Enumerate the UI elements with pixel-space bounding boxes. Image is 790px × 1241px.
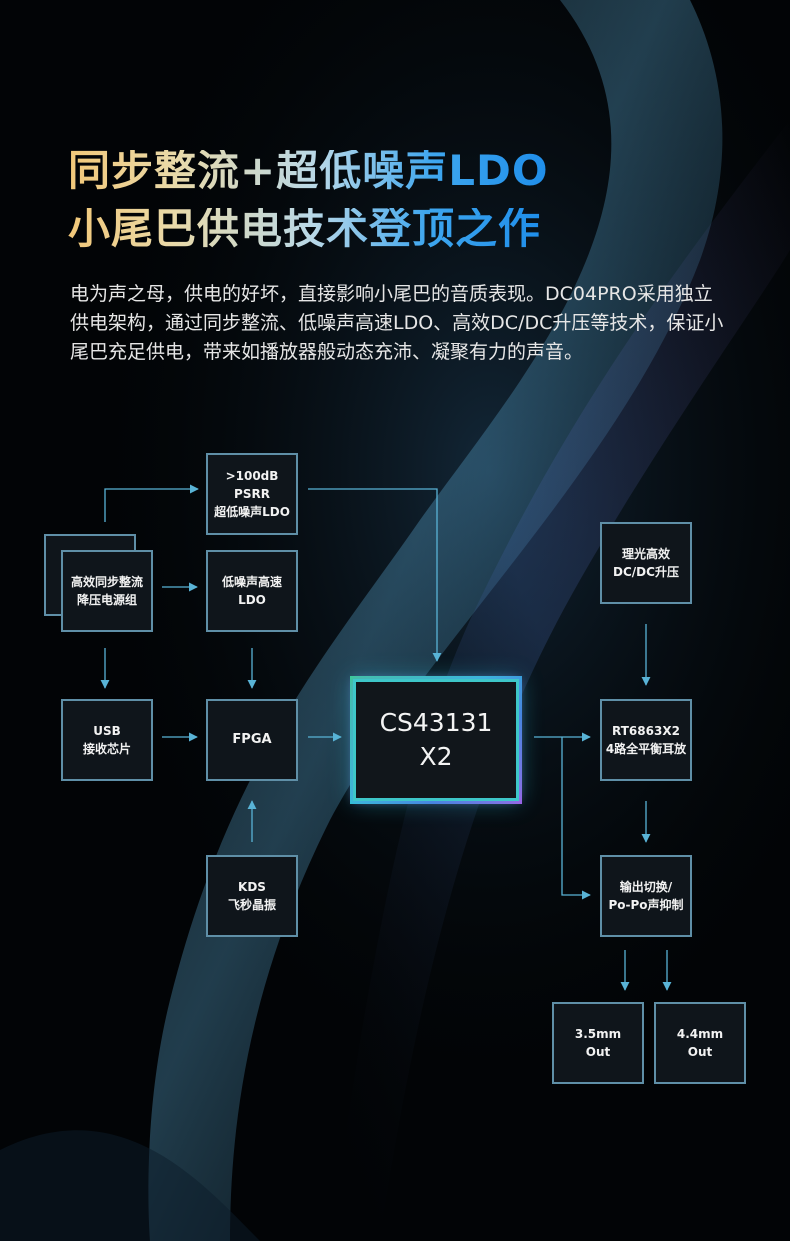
- dac-chip-block: CS43131 X2: [353, 679, 519, 801]
- sync-buck-line-2: 降压电源组: [76, 593, 137, 607]
- fpga-block: FPGA: [206, 699, 298, 781]
- output-switch-line-2: Po-Po声抑制: [608, 898, 684, 912]
- out-4-4mm-block: 4.4mm Out: [654, 1002, 746, 1084]
- amp-line-2: 4路全平衡耳放: [605, 742, 687, 756]
- usb-chip-line-1: USB: [93, 724, 121, 738]
- dcdc-line-2: DC/DC升压: [613, 565, 679, 579]
- dcdc-boost-block: 理光高效 DC/DC升压: [600, 522, 692, 604]
- output-switch-line-1: 输出切换/: [619, 880, 673, 894]
- out-3-5mm-line-2: Out: [585, 1045, 611, 1059]
- heading-line-1: 同步整流+超低噪声LDO: [68, 146, 549, 195]
- sync-buck-line-1: 高效同步整流: [70, 575, 143, 589]
- usb-chip-line-2: 接收芯片: [82, 742, 131, 756]
- psrr-ldo-block: >100dB PSRR 超低噪声LDO: [206, 453, 298, 535]
- dac-line-1: CS43131: [379, 708, 493, 737]
- heading-line-2: 小尾巴供电技术登顶之作: [68, 204, 542, 253]
- out-3-5mm-block: 3.5mm Out: [552, 1002, 644, 1084]
- usb-chip-block: USB 接收芯片: [61, 699, 153, 781]
- dac-line-2: X2: [419, 742, 453, 771]
- intro-paragraph: 电为声之母，供电的好坏，直接影响小尾巴的音质表现。DC04PRO采用独立供电架构…: [70, 283, 724, 363]
- out-4-4mm-line-2: Out: [687, 1045, 713, 1059]
- low-noise-ldo-line-1: 低噪声高速: [221, 575, 282, 589]
- out-3-5mm-line-1: 3.5mm: [574, 1027, 622, 1041]
- amp-line-1: RT6863X2: [612, 724, 680, 738]
- low-noise-ldo-block: 低噪声高速 LDO: [206, 550, 298, 632]
- kds-line-1: KDS: [238, 880, 266, 894]
- sync-buck-block: 高效同步整流 降压电源组: [61, 550, 153, 632]
- kds-crystal-block: KDS 飞秒晶振: [206, 855, 298, 937]
- fpga-label: FPGA: [232, 732, 272, 747]
- kds-line-2: 飞秒晶振: [227, 898, 276, 912]
- headphone-amp-block: RT6863X2 4路全平衡耳放: [600, 699, 692, 781]
- low-noise-ldo-line-2: LDO: [238, 593, 266, 607]
- psrr-ldo-line-2: 超低噪声LDO: [214, 505, 290, 519]
- out-4-4mm-line-1: 4.4mm: [676, 1027, 724, 1041]
- output-switch-block: 输出切换/ Po-Po声抑制: [600, 855, 692, 937]
- psrr-ldo-line-1: >100dB PSRR: [225, 469, 279, 501]
- dcdc-line-1: 理光高效: [621, 547, 670, 561]
